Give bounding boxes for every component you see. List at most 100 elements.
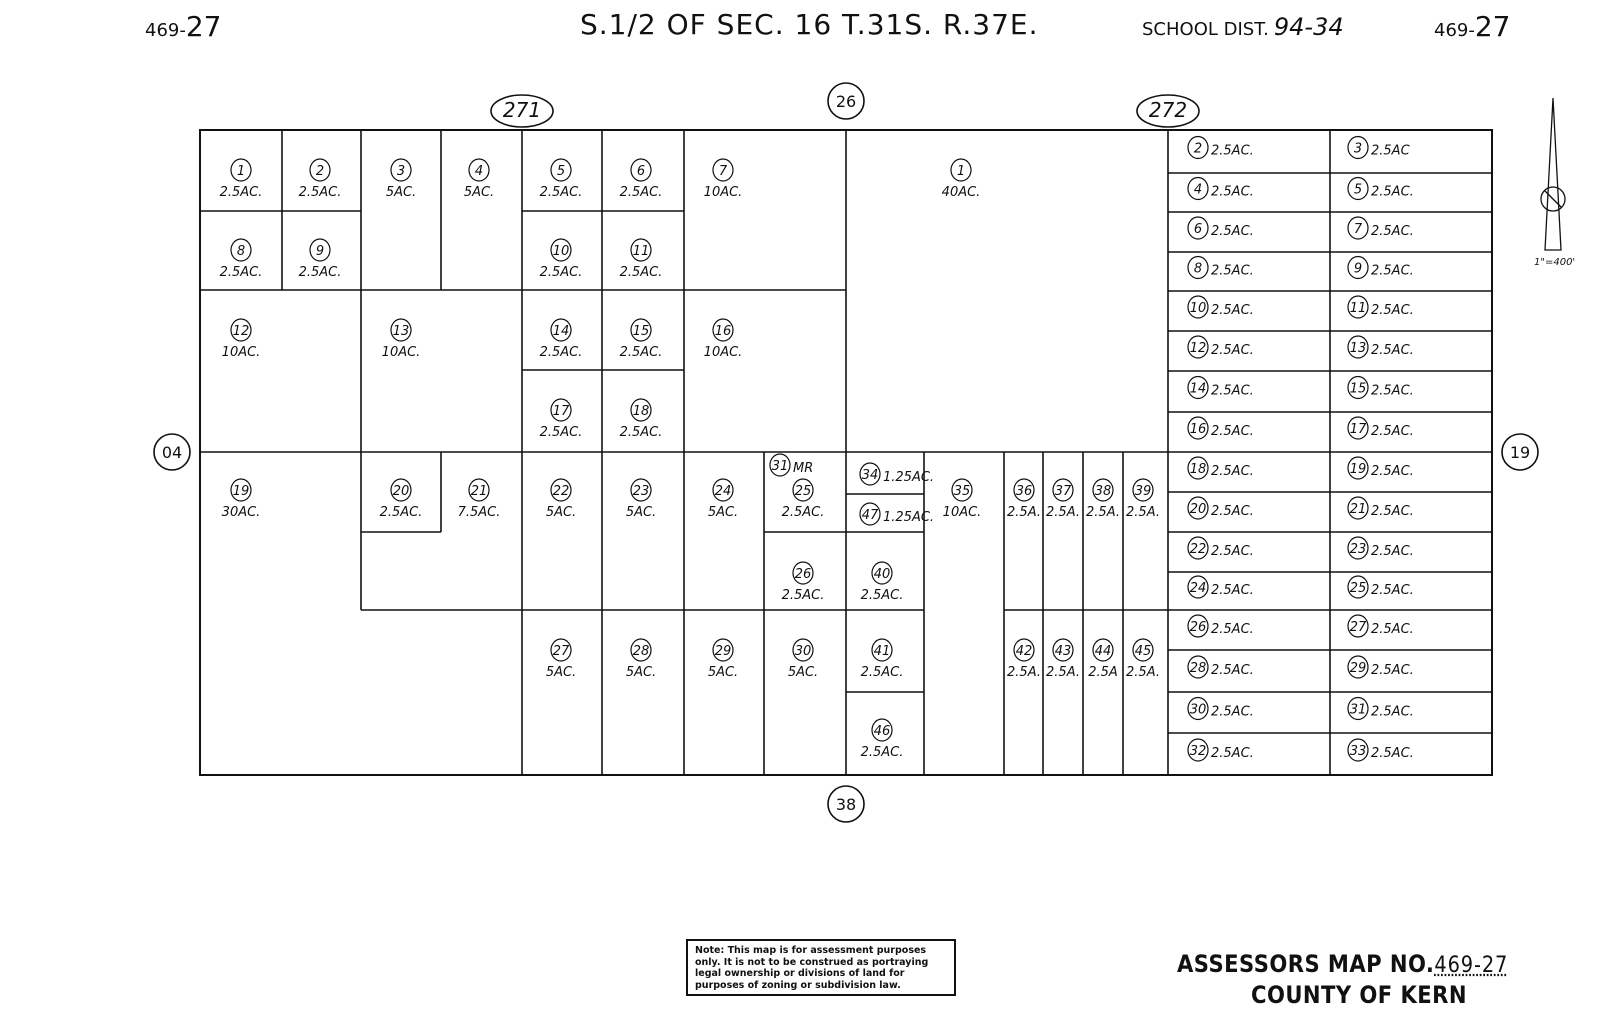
adjacent-map-circle	[153, 433, 191, 471]
parcel-number: 15	[1350, 382, 1367, 397]
parcel-number-circle	[468, 478, 490, 502]
parcel-number: 29	[715, 644, 732, 659]
parcel-area: 2.5AC.	[540, 265, 583, 280]
parcel-number: 32	[1190, 744, 1207, 759]
parcel-number-circle	[1187, 416, 1209, 440]
parcel-number-circle	[630, 158, 652, 182]
parcel-area: 2.5AC.	[1211, 464, 1254, 479]
parcel-area: 2.5AC.	[1371, 384, 1414, 399]
parcel-number: 31	[772, 459, 789, 474]
map-number-prefix: 469-	[1434, 20, 1475, 41]
parcel-number-circle	[230, 478, 252, 502]
parcel-number: 24	[1190, 581, 1207, 596]
parcel-number: 19	[1350, 462, 1367, 477]
parcel-271-8: 82.5AC.	[220, 238, 263, 280]
parcel-number: 13	[393, 324, 410, 339]
parcel-number-circle	[1187, 738, 1209, 762]
parcel-number-circle	[1187, 216, 1209, 240]
parcel-area: 5AC.	[546, 505, 576, 520]
parcel-number: 23	[1350, 542, 1367, 557]
parcel-area: 2.5AC.	[1211, 663, 1254, 678]
parcel-number: 9	[1354, 262, 1362, 277]
assessors-map-label: ASSESSORS MAP NO.	[1177, 950, 1435, 978]
parcel-area: 5AC.	[708, 505, 738, 520]
parcel-area: 1.25AC.	[883, 510, 934, 525]
parcel-number: 40	[874, 567, 891, 582]
parcel-area: 2.5AC.	[861, 665, 904, 680]
parcel-area: 2.5AC.	[220, 265, 263, 280]
parcel-number-circle	[230, 318, 252, 342]
parcel-area: 2.5AC.	[861, 745, 904, 760]
parcel-271-37: 372.5A.	[1046, 478, 1080, 520]
parcel-number-circle	[550, 638, 572, 662]
parcel-272-18: 18 2.5AC.	[1187, 456, 1254, 480]
map-number-page: 27	[185, 10, 222, 43]
parcel-number: 28	[633, 644, 650, 659]
parcel-area: 2.5A.	[1086, 505, 1120, 520]
parcel-area: 2.5AC.	[861, 588, 904, 603]
adjacent-map-north-center: 26	[827, 82, 865, 120]
parcel-number: 44	[1095, 644, 1112, 659]
parcel-area: 2.5AC.	[1211, 424, 1254, 439]
parcel-number-circle	[1187, 536, 1209, 560]
parcel-area: 2.5AC.	[1211, 746, 1254, 761]
parcel-number: 46	[874, 724, 891, 739]
parcel-271-38: 382.5A.	[1086, 478, 1120, 520]
parcel-number-circle	[1347, 456, 1369, 480]
parcel-271-43: 432.5A.	[1046, 638, 1080, 680]
parcel-area: 2.5AC.	[1371, 424, 1414, 439]
adjacent-map-number: 04	[162, 443, 182, 462]
parcel-272-32: 32 2.5AC.	[1187, 738, 1254, 762]
parcel-area: 2.5AC.	[1371, 224, 1414, 239]
parcel-number-circle	[1347, 536, 1369, 560]
parcel-number: 15	[633, 324, 650, 339]
parcel-number: 1	[237, 164, 245, 179]
parcel-number: 42	[1016, 644, 1033, 659]
map-number-page: 27	[1474, 10, 1511, 43]
parcel-number: 19	[233, 484, 250, 499]
parcel-area: 5AC.	[708, 665, 738, 680]
map-number-prefix: 469-	[145, 20, 186, 41]
parcel-area: 30AC.	[222, 505, 261, 520]
parcel-area: 5AC.	[626, 665, 656, 680]
school-district-value: 94-34	[1273, 13, 1344, 41]
parcel-area: 2.5AC.	[1211, 544, 1254, 559]
parcel-271-40: 40 2.5AC.	[861, 561, 904, 603]
parcel-area: 2.5AC.	[1371, 264, 1414, 279]
adjacent-map-east: 19	[1501, 433, 1539, 471]
adjacent-map-circle	[1136, 94, 1200, 128]
parcel-number: 26	[1190, 620, 1207, 635]
parcel-271-42: 42 2.5A.	[1007, 638, 1041, 680]
parcel-number: 17	[1350, 422, 1367, 437]
parcel-number-circle	[1052, 638, 1074, 662]
parcel-271-46: 46 2.5AC.	[861, 718, 904, 760]
parcel-number: 4	[1194, 183, 1202, 198]
adjacent-map-north-left: 271	[490, 94, 554, 128]
parcel-number-circle	[1187, 375, 1209, 400]
adjacent-map-north-right: 272	[1136, 94, 1200, 128]
parcel-number-circle	[1013, 638, 1035, 662]
parcel-area: 2.5A.	[1007, 665, 1041, 680]
parcel-number-circle	[1347, 575, 1369, 599]
parcel-number: 18	[1190, 462, 1207, 477]
parcel-number-circle	[871, 718, 893, 742]
parcel-number: 47	[862, 508, 879, 523]
parcel-area: 2.5AC.	[1211, 264, 1254, 279]
adjacent-map-circle	[490, 94, 554, 128]
parcel-number: 10	[1190, 301, 1207, 316]
parcel-number: 20	[1190, 502, 1207, 517]
parcel-271-2: 22.5AC.	[299, 158, 341, 200]
parcel-271-45: 452.5A.	[1126, 638, 1160, 680]
parcel-number-circle	[951, 478, 973, 502]
parcel-number-circle	[712, 318, 734, 342]
parcel-271-26: 262.5AC.	[782, 561, 824, 603]
parcel-number: 37	[1055, 484, 1072, 499]
parcel-271-15: 152.5AC.	[620, 318, 662, 360]
parcel-area: 2.5AC.	[1371, 705, 1414, 720]
